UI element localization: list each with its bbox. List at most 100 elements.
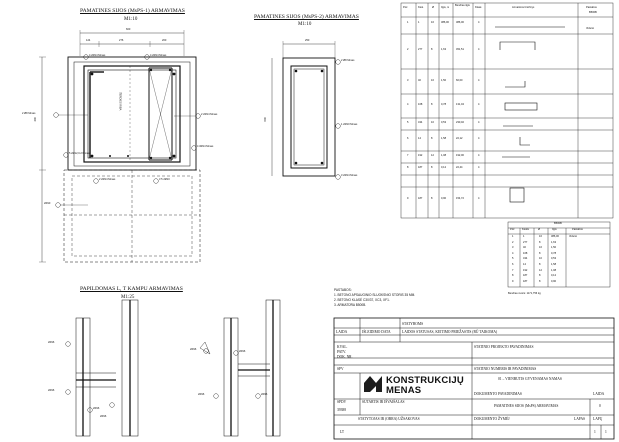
spec-cell-cls: 4 (478, 137, 480, 140)
spec-cell-total: 154,72 (456, 197, 464, 200)
summary-cell: Vidurio (569, 235, 578, 238)
summary-cell: 1 (523, 235, 525, 238)
summary-cell: 8 (539, 240, 541, 244)
summary-cell: 1,50 (551, 246, 557, 250)
spec-cell-poz: 3 (407, 79, 409, 82)
tb-dokumento-text: PAMATINES SIJOS (MsPS) ARMAVIMAS (494, 404, 559, 408)
summary-header-kiek: Kiekis (522, 228, 529, 231)
tb-spv: SPV (337, 367, 344, 371)
tb-lapu: LAPŲ (593, 417, 603, 421)
spec-cell-cls: 4 (478, 166, 480, 169)
spec-cell-total: 60,00 (456, 79, 463, 82)
spec-cell-total: 386,00 (456, 21, 464, 24)
spec-cell-total: 230,02 (456, 121, 464, 124)
dim-top-msp2: 250 (305, 39, 310, 42)
summary-cell: 8 (539, 263, 541, 266)
callout-detail-3: 2Ø16 (93, 407, 100, 410)
tb-projekto-pav: 01 – VIENBUTIS GYVENAMAS NAMAS (498, 377, 562, 381)
section-label: ŠERDIES RIBA (118, 92, 122, 111)
spec-cell-len: 0,53 (441, 121, 447, 124)
spec-header-remark: Pastabos (586, 6, 597, 9)
summary-cell: 434 (523, 257, 528, 261)
tb-statinio-pav: STATINIO PROJEKTO PAVADINIMAS (474, 345, 534, 349)
spec-cell-total: 451,51 (456, 48, 464, 51)
spec-remark-col: B500B (589, 11, 597, 14)
summary-cell: 168 (523, 251, 528, 255)
spec-remark-top: Vidurio (586, 27, 595, 30)
spec-cell-poz: 6 (407, 137, 409, 140)
title-block-grid (333, 317, 615, 440)
spec-cell-poz: 9 (407, 197, 409, 200)
spec-cell-kiek: 187 (418, 197, 423, 200)
spec-cell-kiek: 168 (418, 103, 423, 106)
callout-msp1-5: 5 2Ø12,0.2 Mmas (69, 152, 90, 155)
spec-table-grid (400, 2, 614, 219)
company-name: KONSTRUKCIJŲ (386, 375, 464, 386)
summary-cell: 277 (523, 240, 528, 244)
summary-cell: 192 (523, 268, 528, 272)
summary-cell: 16 (539, 246, 542, 250)
tb-sutartis: SUTARTIS IR IŠVAIŠALAS (362, 400, 405, 404)
spec-cell-poz: 8 (407, 166, 409, 169)
callout-msp2-2: 1 2Ø10 Mmas (341, 123, 358, 126)
spec-cell-kiek: 434 (418, 121, 423, 124)
callout-msp1-6: 4 3Ø14 Mmas (197, 145, 214, 148)
summary-cell: 12 (539, 268, 542, 272)
spec-cell-cls: 4 (478, 21, 480, 24)
corner-detail (65, 299, 281, 437)
summary-cell: 8 (512, 274, 514, 278)
summary-cell: 8 (539, 251, 541, 255)
callout-msp1-1: 4 2Ø14 Mmas (89, 54, 106, 57)
spec-cell-cls: 4 (478, 154, 480, 157)
tb-lapas-val: 1 (594, 430, 596, 434)
notes-line-1: 1. BETONO APSAUGINIO SLUOKSNIO STORIS 35… (334, 293, 416, 297)
summary-cell: 14 (523, 263, 526, 266)
callout-msp1-2: 4 2Ø14 Mmas (150, 54, 167, 57)
summary-header-remark: Pastabos (572, 228, 583, 231)
spec-header-len: Ilgis, m (441, 6, 450, 9)
summary-header-d: Ø (538, 228, 541, 231)
spec-cell-d: 8 (431, 197, 433, 200)
spec-header-d: Ø (432, 6, 435, 9)
spec-header-total: Bendras ilgis (455, 4, 470, 7)
spec-cell-len: 1,58 (441, 137, 447, 140)
spec-cell-len: 0,90 (441, 197, 447, 200)
spec-cell-total: 22,12 (456, 137, 463, 140)
tb-lapu-val: 1 (605, 430, 607, 434)
callout-msp1-4: 2 2Ø14 Mmas (201, 113, 218, 116)
summary-table-grid (507, 221, 611, 288)
summary-cell: 5 (512, 257, 514, 261)
tb-code: 39388 (337, 408, 346, 412)
spec-cell-kiek: 192 (418, 154, 423, 157)
spec-cell-len: 386,00 (441, 21, 449, 24)
summary-title: B500B (554, 222, 562, 225)
spec-cell-poz: 2 (407, 48, 409, 51)
spec-cell-kiek: 14 (418, 137, 421, 140)
callout-detail-2: 2Ø16 (48, 389, 55, 392)
spec-cell-d: 16 (431, 79, 434, 82)
spec-cell-total: 131,04 (456, 103, 464, 106)
tb-laida-col: LAIDA (593, 392, 605, 396)
summary-cell: 7 (512, 268, 514, 272)
callout-msp1-9: 2Ø10 (44, 202, 51, 205)
spec-cell-total: 192,00 (456, 154, 464, 157)
notes-heading: PASTABOS: (334, 288, 352, 292)
summary-cell: 0,53 (551, 257, 557, 261)
spec-cell-cls: 4 (478, 197, 480, 200)
spec-cell-cls: 4 (478, 121, 480, 124)
tb-dokumento-pav: DOKUMENTO PAVADINIMAS (474, 392, 522, 396)
dim-side-1: 400 (33, 117, 37, 122)
summary-cell: 0,12 (551, 274, 557, 278)
callout-detail-5: 2Ø16 (190, 348, 197, 351)
spec-cell-poz: 5 (407, 121, 409, 124)
title-msp1: PAMATINES SIJOS (MsPS-1) ARMAVIMAS (80, 8, 185, 14)
summary-header-poz: Poz. (510, 228, 516, 231)
callout-detail-6: 2Ø16 (239, 350, 246, 353)
company-logo-mark (364, 376, 382, 392)
summary-cell: 4 (512, 251, 514, 255)
summary-cell: 187 (523, 279, 528, 283)
spec-cell-poz: 4 (407, 103, 409, 106)
spec-cell-total: 22,44 (456, 166, 463, 169)
spec-cell-d: 10 (431, 121, 434, 124)
